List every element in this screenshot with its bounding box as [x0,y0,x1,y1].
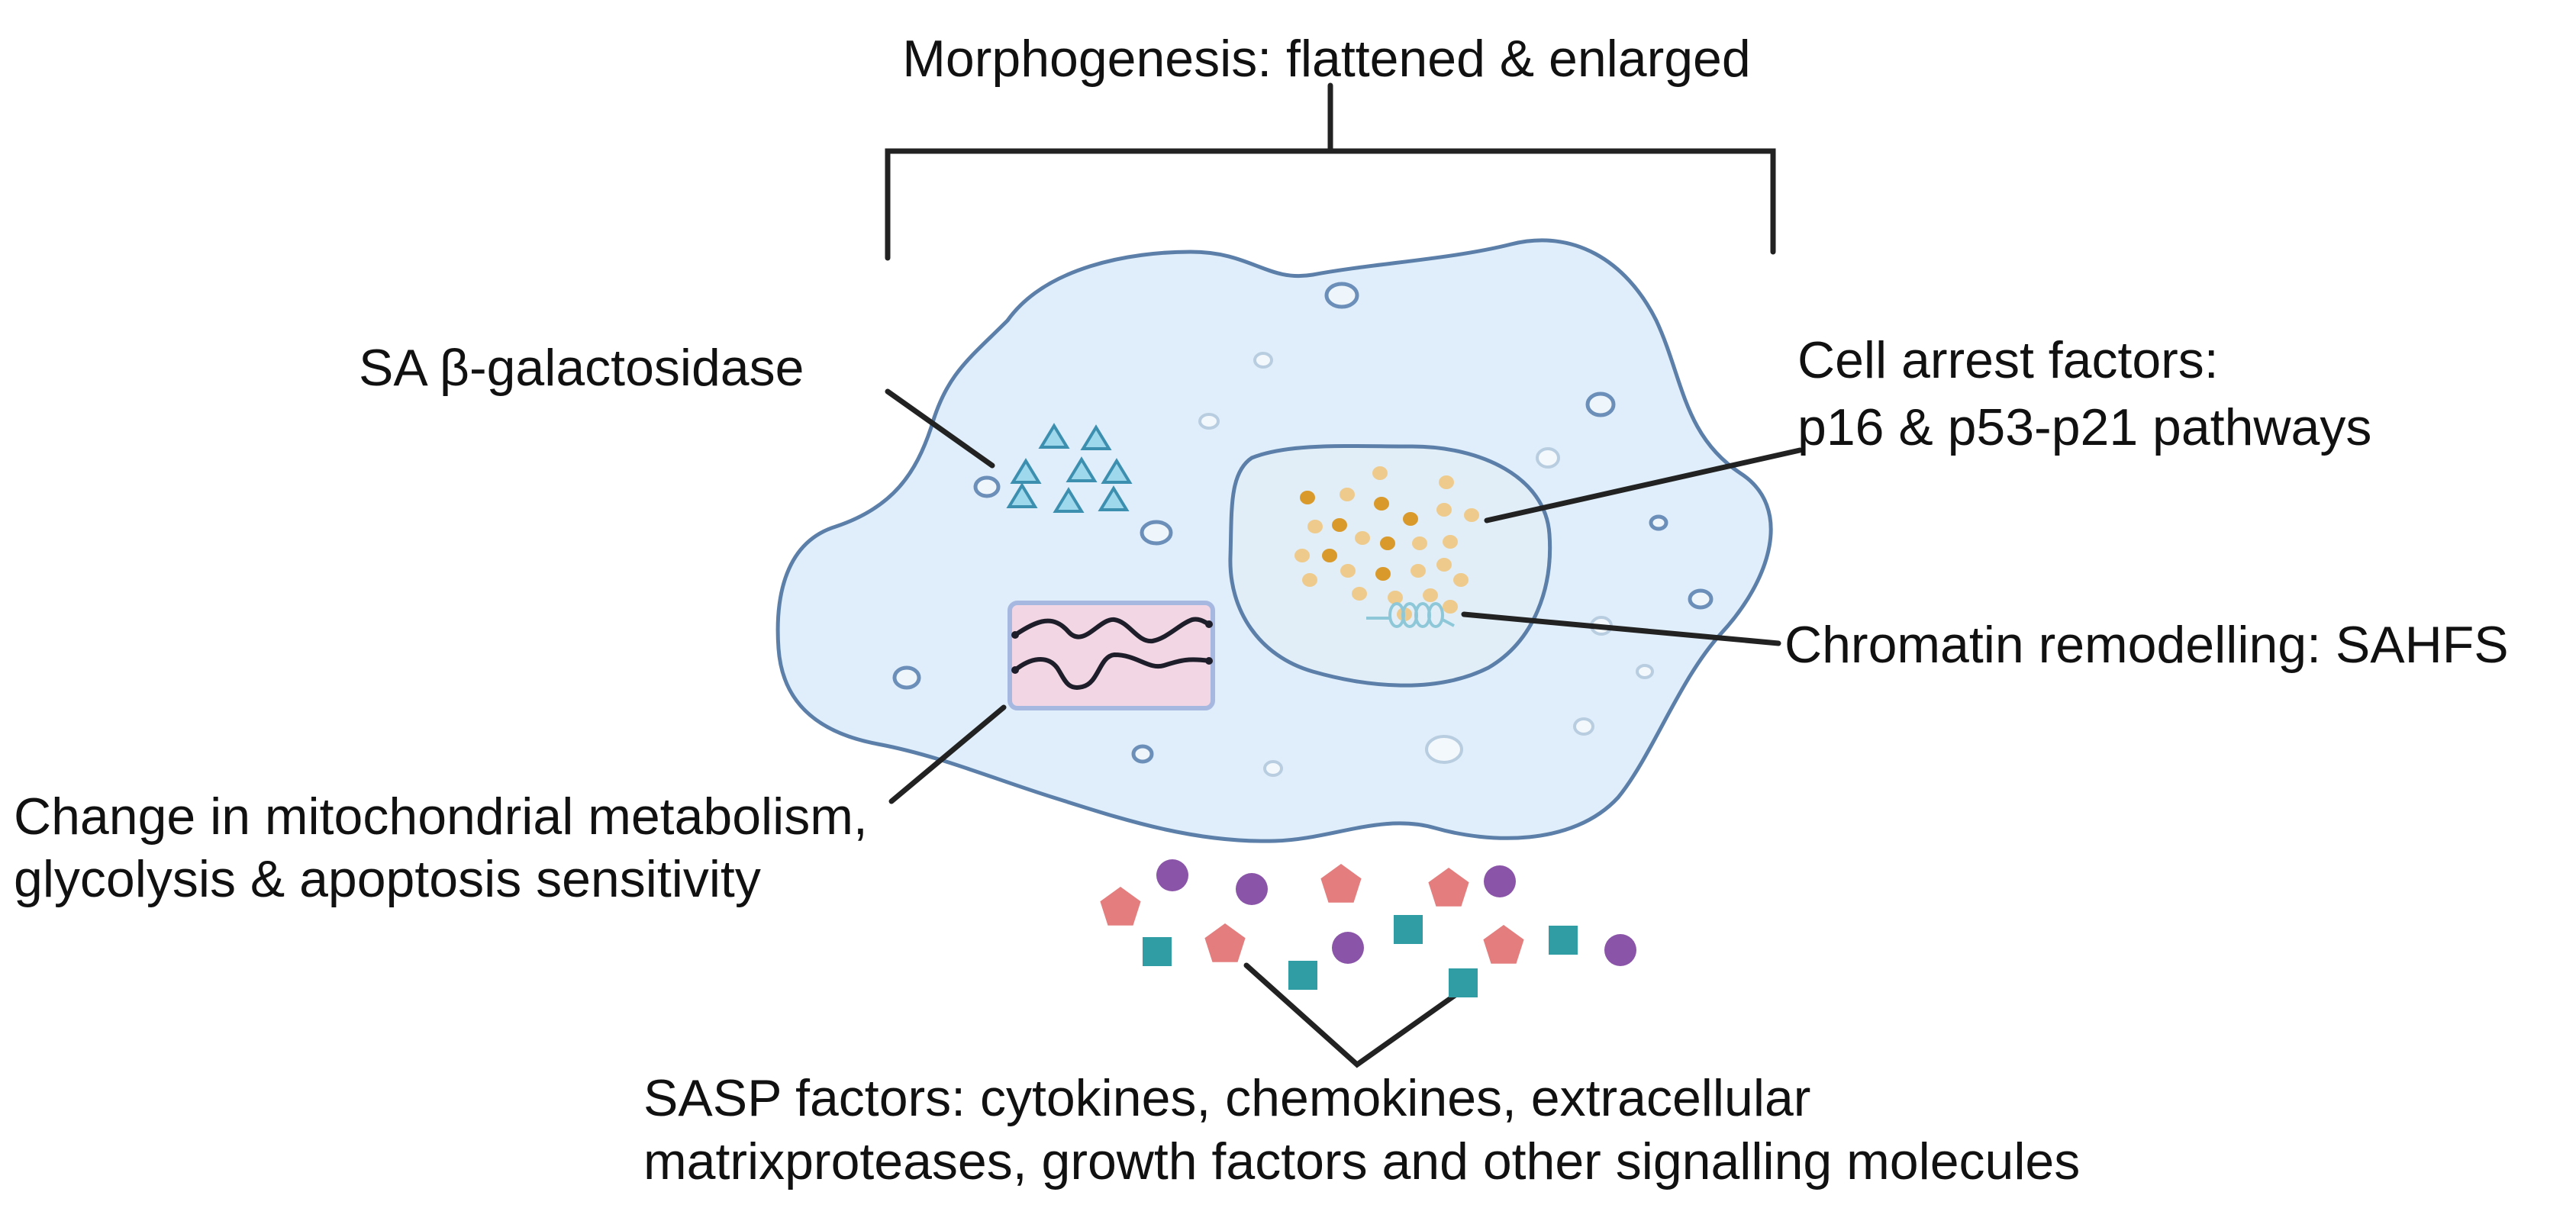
circle-factor-icon [1156,859,1188,891]
vesicle-icon [1198,413,1220,430]
square-factor-icon [1143,937,1172,966]
square-factor-icon [1449,968,1478,997]
square-factor-icon [1394,915,1423,944]
vesicle-icon [1140,520,1173,546]
vesicle-icon [973,475,1001,498]
chromatin-dot-icon [1380,536,1395,550]
vesicle-icon [1585,391,1616,417]
leader-lines [885,388,1803,1068]
vesicle-icon [1536,447,1560,469]
mito-label-line2: glycolysis & apoptosis sensitivity [14,850,761,908]
cell-arrest-leader [1484,447,1803,524]
chromatin-dot-icon [1412,536,1427,550]
galactosidase-triangles [1006,423,1133,513]
mito-label-line1: Change in mitochondrial metabolism, [14,788,868,846]
chromatin-dot-icon [1464,508,1479,522]
circle-factor-icon [1604,934,1636,966]
chromatin-dot-icon [1294,549,1310,562]
chromatin-dot-icon [1352,587,1367,601]
triangle-enzyme-icon [1053,487,1085,513]
chromatin-dot-icon [1374,497,1389,511]
chromatin-dot-icon [1372,466,1388,480]
triangle-enzyme-icon [1098,485,1130,511]
chromatin-dot-icon [1332,518,1347,532]
chromatin-dot-icon [1439,475,1454,489]
pentagon-factor-icon [1428,868,1469,907]
galactosidase-label: SA β-galactosidase [359,339,804,397]
morphogenesis-label: Morphogenesis: flattened & enlarged [902,30,1750,88]
chromatin-dot-icon [1453,573,1469,587]
chromatin-dot-icon [1355,531,1370,545]
chromatin-dot-icon [1302,573,1317,587]
vesicle-icon [1649,514,1668,531]
chromatin-dot-icon [1403,512,1418,526]
chromatin-dot-icon [1411,564,1426,578]
vesicle-icon [1636,664,1654,679]
triangle-enzyme-icon [1080,424,1112,450]
circle-factor-icon [1332,932,1364,964]
chromatin-dot-icon [1443,535,1458,549]
vesicle-icon [1253,352,1273,369]
galactosidase-leader [885,388,995,469]
circle-factor-icon [1236,873,1268,905]
chromatin-dot-icon [1436,503,1452,517]
pentagon-factor-icon [1204,923,1246,962]
chromatin-dot-icon [1423,588,1438,602]
chromatin-dot-icon [1443,600,1458,614]
mitochondrion [1008,601,1215,710]
sasp-label-line1: SASP factors: cytokines, chemokines, ext… [643,1069,1810,1127]
cell-arrest-label-line2: p16 & p53-p21 pathways [1797,398,2371,456]
pentagon-factor-icon [1483,925,1524,964]
pentagon-factor-icon [1320,864,1362,903]
vesicles [892,282,1714,777]
chromatin-leader [1461,611,1781,646]
vesicle-icon [1573,717,1594,736]
triangle-enzyme-icon [1101,458,1133,484]
triangle-enzyme-icon [1066,456,1098,482]
vesicle-icon [1131,744,1154,764]
triangle-enzyme-icon [1010,458,1042,484]
chromatin-dot-icon [1375,567,1391,581]
circle-factor-icon [1484,865,1516,897]
pentagon-factor-icon [1100,887,1141,926]
vesicle-icon [892,665,921,690]
chromatin-dot-icon [1340,564,1356,578]
square-factor-icon [1549,926,1578,955]
nucleus-icon [1228,443,1552,688]
triangle-enzyme-icon [1006,482,1038,508]
chromatin-label: Chromatin remodelling: SAHFS [1785,616,2509,674]
chromatin-dot-icon [1322,549,1337,562]
chromatin-dot-icon [1388,591,1403,604]
sasp-bracket [1243,962,1465,1068]
chromatin-dots [1294,466,1479,621]
cell-arrest-label-line1: Cell arrest factors: [1797,331,2219,389]
chromatin-dot-icon [1307,520,1323,533]
vesicle-icon [1324,282,1359,309]
chromatin-dot-icon [1340,488,1355,501]
sasp-factors [1100,859,1636,997]
cristae-icon [1014,617,1211,644]
chromatin-dot-icon [1300,491,1315,504]
vesicle-icon [1263,760,1283,777]
triangle-enzyme-icon [1038,423,1070,449]
square-factor-icon [1288,961,1317,990]
morphogenesis-bracket [885,82,1776,261]
sasp-label-line2: matrixproteases, growth factors and othe… [643,1132,2080,1190]
vesicle-icon [1425,735,1463,764]
mito-leader [888,704,1007,804]
chromatin-dot-icon [1436,558,1452,572]
chromatin-coil-icon [1366,602,1455,628]
vesicle-icon [1688,588,1714,610]
nucleus [1228,443,1552,688]
